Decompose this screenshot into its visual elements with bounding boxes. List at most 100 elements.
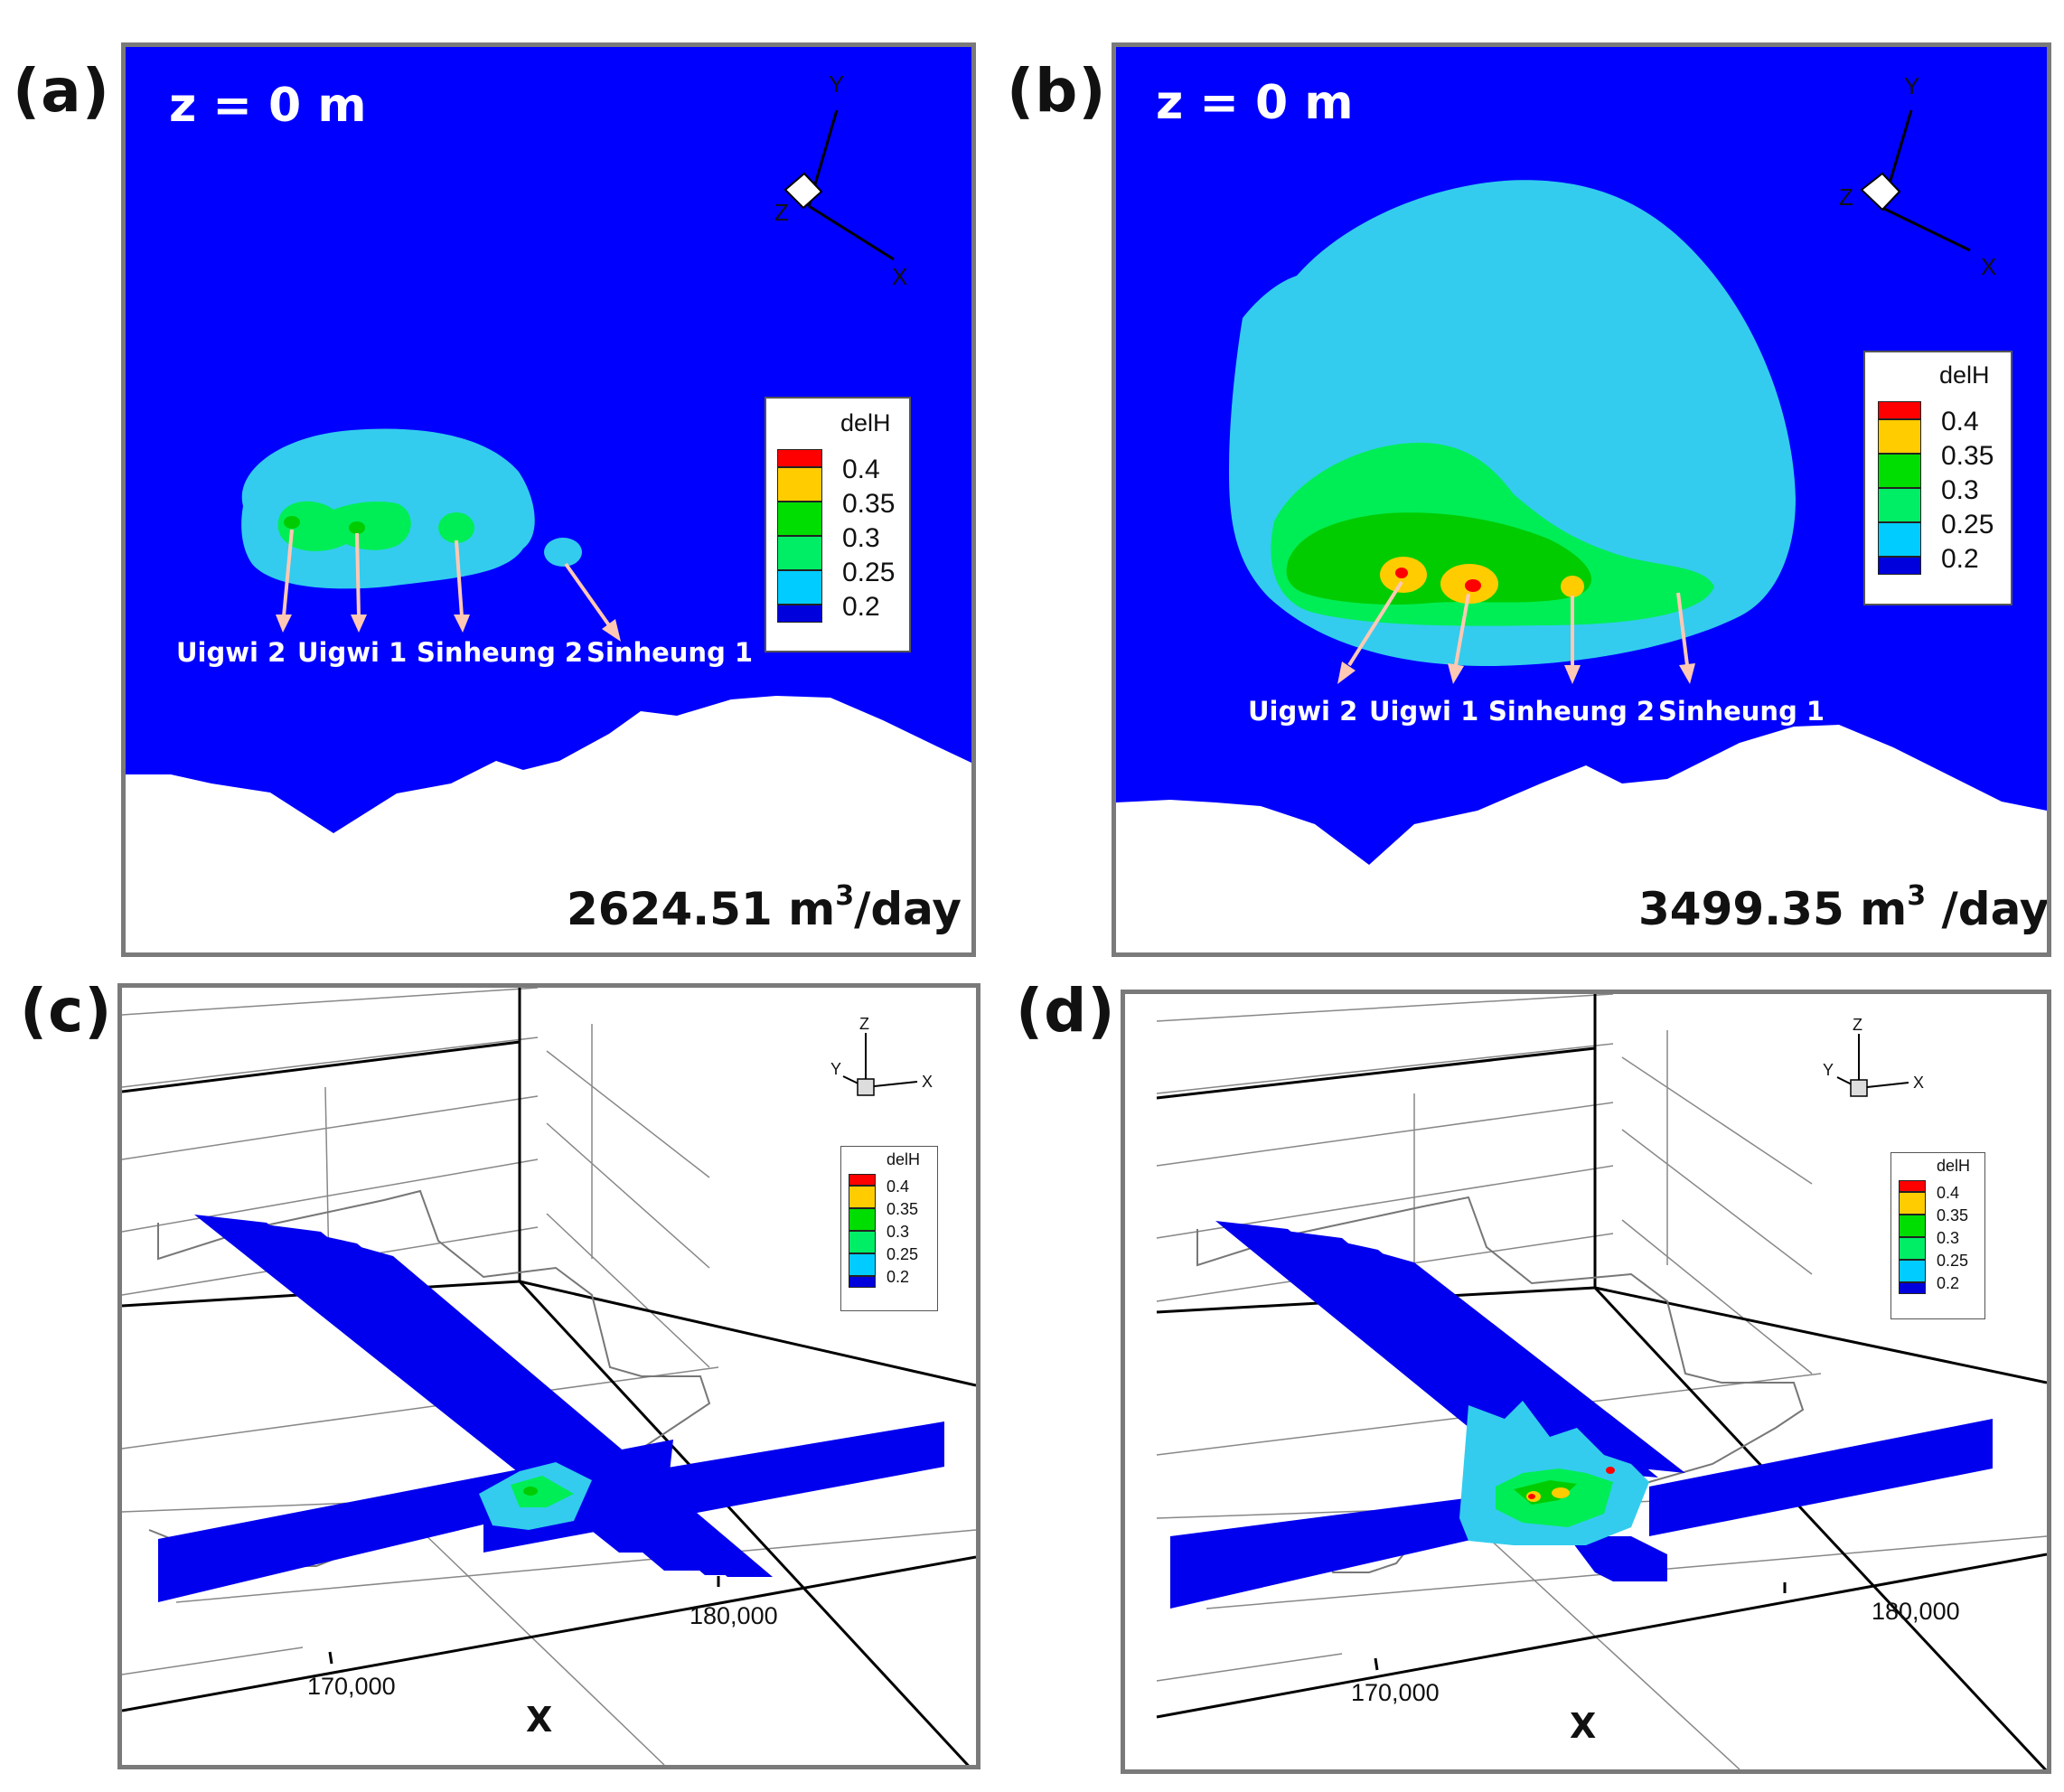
rate-exponent: 3 [835,880,855,913]
pumping-rate: 3499.35 m3 /day [1638,880,2050,935]
plume-section [479,1462,592,1530]
plume-030-east [438,512,474,543]
axis-y-label: Y [1904,72,1919,99]
x-ticks [1374,1582,1787,1671]
legend-title: delH [840,409,891,436]
legend-title: delH [1939,361,1990,389]
grid-frame [122,988,976,1765]
axis-x-label: X [892,263,907,290]
x-tick-180000: 180,000 [1872,1598,1960,1625]
well-label-uigwi-2: Uigwi 2 [1248,696,1358,727]
legend-level: 0.35 [1941,441,1994,471]
layer-label: z = 0 m [169,79,367,133]
well-label-sinheung-1: Sinheung 1 [586,637,754,668]
legend-level: 0.35 [887,1200,919,1218]
peak-b [1465,579,1481,592]
axis-y-label: Y [829,70,844,98]
color-legend: delH 0.4 0.35 0.3 0.25 0.2 [840,1146,938,1311]
aquifer-outline [1178,1196,1805,1573]
color-legend: delH 0.4 0.35 0.3 0.25 0.2 [1890,1152,1985,1319]
panel-c-3d [122,988,976,1765]
well-arrows [1337,580,1695,684]
panel-d-3d [1156,994,2047,1769]
panel-b: Y X Z z = 0 m Uigwi 2 Uigwi 1 Sinheung 2… [1112,42,2051,957]
x-tick-180000: 180,000 [690,1602,778,1629]
legend-title: delH [1937,1157,1971,1175]
legend-level: 0.3 [887,1223,910,1241]
color-legend: delH 0.4 0.35 0.3 0.25 0.2 [765,397,911,652]
legend-level: 0.4 [842,455,880,484]
x-axis-label: X [526,1700,553,1740]
legend-level: 0.2 [1941,544,1979,574]
plume-section [1459,1401,1649,1545]
well-label-sinheung-1: Sinheung 1 [1658,696,1825,727]
legend-level: 0.35 [842,489,896,519]
cross-sections [1170,1221,1993,1609]
plume-035-a [284,516,300,529]
well-arrows [276,529,621,642]
legend-level: 0.2 [842,592,880,622]
x-tick-170000: 170,000 [1351,1679,1440,1706]
orientation-triad [783,109,895,261]
x-ticks [328,1576,720,1665]
orientation-triad: Z X Y [830,1015,933,1096]
well-label-uigwi-1: Uigwi 1 [297,637,408,668]
terrain-mask [126,696,971,952]
axis-z-label: Z [1839,183,1853,211]
legend-level: 0.2 [887,1268,910,1286]
plume-035 [1286,512,1592,605]
axis-z-label: Z [859,1015,869,1033]
well-label-sinheung-2: Sinheung 2 [417,637,584,668]
legend-level: 0.3 [1941,475,1979,505]
legend-title: delH [887,1150,921,1168]
rate-value: 3499.35 m [1638,883,1908,935]
plume-025-small [544,538,582,567]
legend-level: 0.25 [887,1245,919,1263]
panel-a: Y X Z z = 0 m Uigwi 2 Uigwi 1 Sinheung 2… [121,42,976,957]
legend-level: 0.3 [842,523,880,553]
panel-c: 170,000 180,000 X Z X Y delH 0.4 0.35 0.… [117,983,980,1769]
rate-exponent: 3 [1907,880,1927,913]
rate-unit: /day [1926,883,2050,935]
panel-d: 170,000 180,000 X Z X Y delH 0.4 0.35 0.… [1121,990,2051,1774]
layer-label: z = 0 m [1156,76,1354,130]
well-label-uigwi-1: Uigwi 1 [1369,696,1479,727]
axis-y-label: Y [830,1060,841,1078]
panel-b-map: Y X Z [1116,47,2047,952]
pumping-rate: 2624.51 m3/day [567,880,962,935]
well-label-uigwi-2: Uigwi 2 [176,637,286,668]
panel-label-d: (d) [1016,976,1116,1046]
axis-z-label: Z [774,199,789,226]
axis-y-label: Y [1823,1061,1834,1079]
orientation-triad [1860,109,1971,252]
axis-z-label: Z [1853,1016,1862,1034]
terrain-mask [1116,725,2047,952]
legend-level: 0.35 [1937,1206,1969,1224]
plume-040-c [1561,576,1584,597]
plume-030-east [1670,580,1686,593]
legend-level: 0.3 [1937,1229,1960,1247]
color-legend: delH 0.4 0.35 0.3 0.25 0.2 [1863,351,2012,605]
orientation-triad: Z X Y [1823,1016,1924,1097]
axis-x-label: X [1981,253,1996,280]
panel-label-c: (c) [20,976,113,1046]
well-label-sinheung-2: Sinheung 2 [1488,696,1656,727]
peak-a [1395,568,1408,578]
rate-unit: /day [854,883,962,935]
axis-x-label: X [922,1073,933,1091]
axis-x-label: X [1913,1074,1924,1092]
legend-level: 0.25 [1941,510,1994,539]
panel-label-b: (b) [1007,56,1107,126]
plume-035-b [349,521,365,534]
legend-level: 0.25 [842,558,896,587]
x-tick-170000: 170,000 [307,1673,396,1700]
rate-value: 2624.51 m [567,883,836,935]
legend-level: 0.4 [1937,1184,1960,1202]
panel-label-a: (a) [13,56,110,126]
x-axis-label: X [1570,1706,1597,1746]
plume-030-west [277,501,411,551]
legend-level: 0.25 [1937,1252,1969,1270]
legend-level: 0.4 [1941,407,1979,436]
legend-level: 0.2 [1937,1274,1960,1292]
legend-level: 0.4 [887,1177,910,1196]
